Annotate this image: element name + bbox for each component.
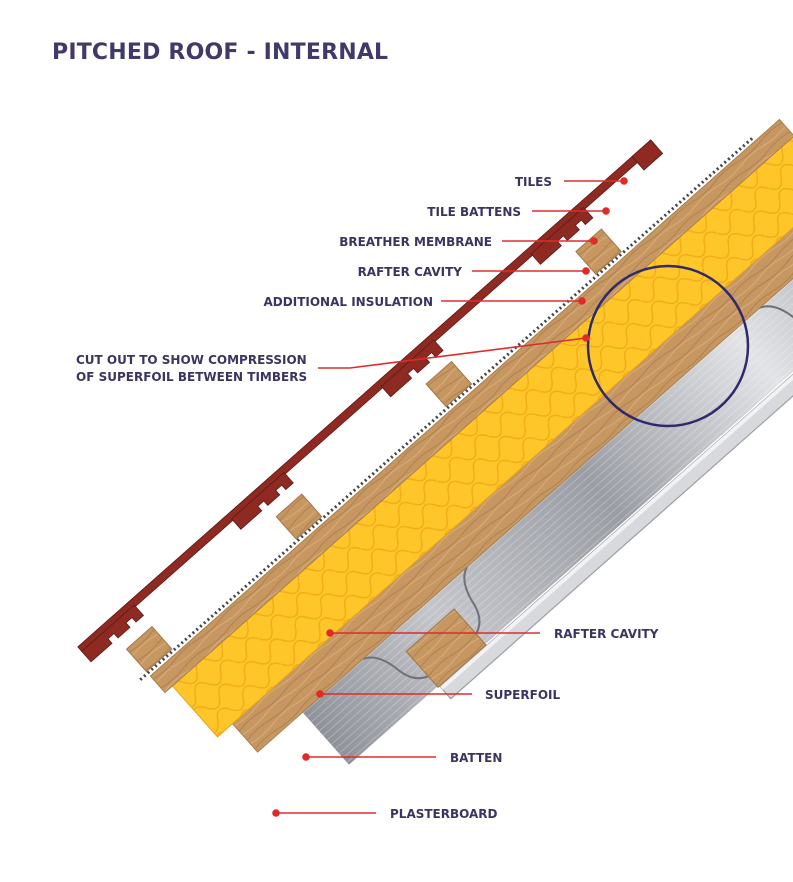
label-tiles: TILES (515, 175, 552, 189)
label-cutout-line2: OF SUPERFOIL BETWEEN TIMBERS (76, 370, 307, 384)
tile-battens (125, 228, 622, 673)
label-plasterboard: PLASTERBOARD (390, 807, 498, 821)
leader-lines (272, 177, 628, 817)
rafter-cavity-top (149, 118, 793, 694)
label-superfoil: SUPERFOIL (485, 688, 560, 702)
label-batten: BATTEN (450, 751, 502, 765)
page-title: PITCHED ROOF - INTERNAL (52, 40, 389, 65)
cutout-circle (586, 264, 750, 428)
label-breather-membrane: BREATHER MEMBRANE (339, 235, 492, 249)
label-tile-battens: TILE BATTENS (427, 205, 521, 219)
plasterboard-layer (439, 182, 793, 700)
lower-battens (405, 608, 487, 689)
breather-membrane (139, 135, 756, 681)
label-cutout-line1: CUT OUT TO SHOW COMPRESSION (76, 353, 307, 367)
label-additional-insulation: ADDITIONAL INSULATION (264, 295, 433, 309)
tiles-layer (77, 139, 664, 663)
label-rafter-cavity-bottom: RAFTER CAVITY (554, 627, 659, 641)
label-rafter-cavity-top: RAFTER CAVITY (358, 265, 463, 279)
